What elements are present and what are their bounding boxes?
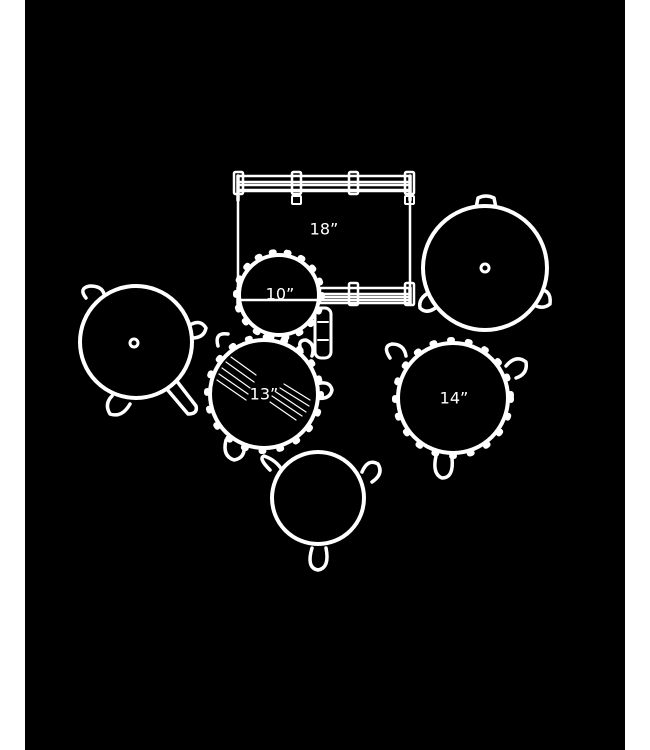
snare-13 [204,332,334,462]
floor-tom-14 [384,337,529,480]
snare-label: 13” [250,385,279,404]
bass-drum-label: 18” [310,220,339,239]
bass-drum [232,170,416,307]
rack-tom-label: 10” [266,285,295,304]
ride-cymbal [417,194,552,332]
floor-tom-label: 14” [440,389,469,408]
hi-hat [78,284,208,417]
kick-pedal [313,306,333,360]
rack-tom-10 [233,249,325,341]
crash-cymbal [260,450,382,572]
